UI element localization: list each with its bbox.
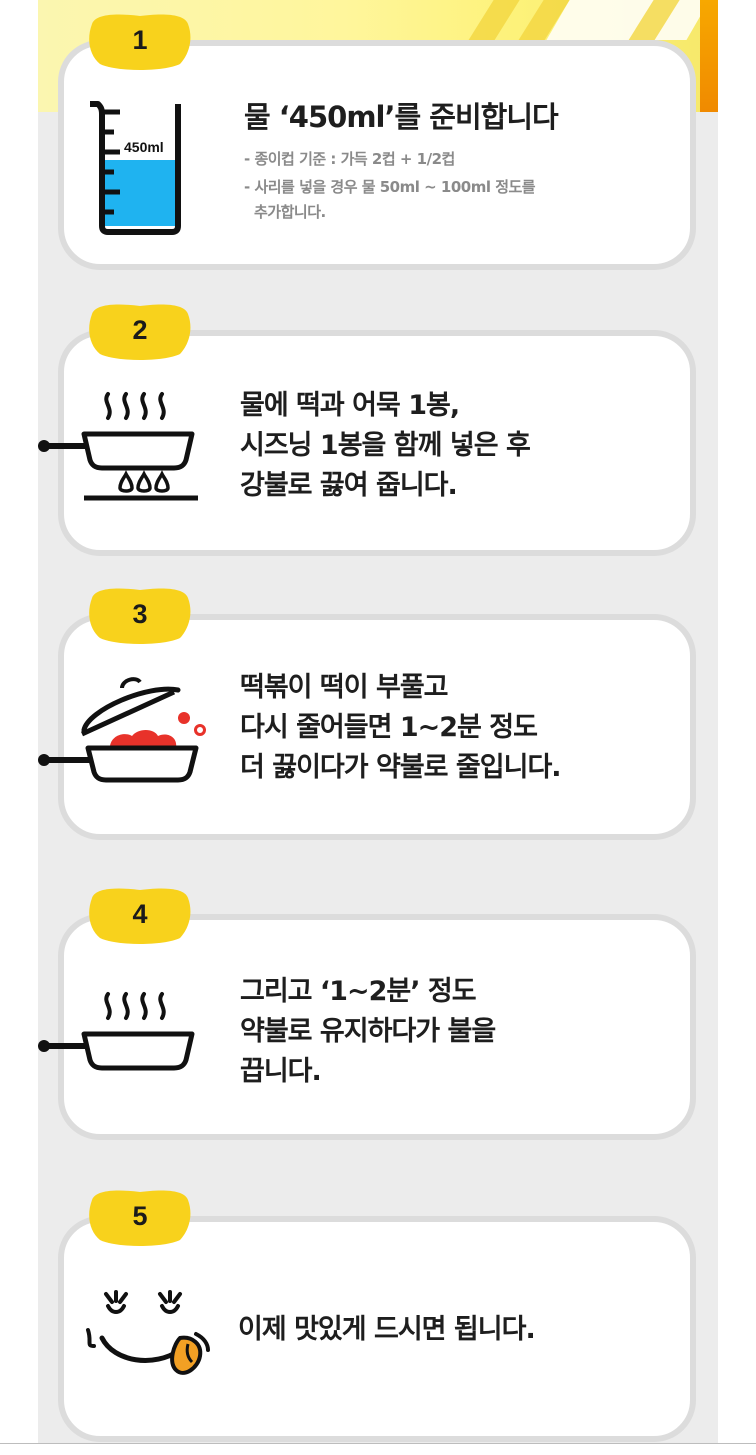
- recipe-panel: 1 450ml 물 ‘450ml’를 준비합니다 - 종이컵 기준 : 가득 2…: [38, 0, 718, 1454]
- step-line: 다시 줄어들면 1~2분 정도: [240, 712, 538, 743]
- step-number: 1: [132, 25, 148, 55]
- step-line: 끕니다.: [240, 1056, 322, 1087]
- step-number: 4: [132, 899, 148, 929]
- step-line: 그리고 ‘1~2분’ 정도: [240, 976, 477, 1007]
- steaming-pan-on-stove-icon: [38, 388, 198, 504]
- step-text-4: 그리고 ‘1~2분’ 정도 약불로 유지하다가 불을 끕니다.: [240, 972, 496, 1092]
- step-text-3: 떡볶이 떡이 부풀고 다시 줄어들면 1~2분 정도 더 끓이다가 약불로 줄입…: [240, 668, 562, 788]
- step-badge-1: 1: [84, 10, 196, 72]
- step-number: 3: [132, 599, 148, 629]
- step-line: 강불로 끓여 줍니다.: [240, 470, 458, 501]
- step-line: 이제 맛있게 드시면 됩니다.: [238, 1314, 536, 1345]
- step-line: 물에 떡과 어묵 1봉,: [240, 390, 460, 421]
- step-card-5: [58, 1216, 696, 1442]
- step-line: 약불로 유지하다가 불을: [240, 1016, 496, 1047]
- step-line: 떡볶이 떡이 부풀고: [240, 672, 449, 703]
- step-notes-1: - 종이컵 기준 : 가득 2컵 + 1/2컵 - 사리를 넣을 경우 물 50…: [244, 147, 536, 225]
- note-line: 추가합니다.: [254, 203, 326, 221]
- step-line: 물 ‘450ml’를 준비합니다: [244, 100, 559, 134]
- step-number: 5: [132, 1201, 148, 1231]
- steaming-pan-icon: [38, 990, 198, 1074]
- step-number: 2: [132, 315, 148, 345]
- step-badge-5: 5: [84, 1186, 196, 1248]
- step-card-3: [58, 614, 696, 840]
- step-badge-3: 3: [84, 584, 196, 646]
- bubbling-pot-with-lid-icon: [38, 676, 208, 788]
- step-badge-2: 2: [84, 300, 196, 362]
- note-line: - 종이컵 기준 : 가득 2컵 + 1/2컵: [244, 150, 455, 168]
- bottom-divider: [0, 1443, 756, 1455]
- step-line: 더 끓이다가 약불로 줄입니다.: [240, 752, 562, 783]
- step-card-2: [58, 330, 696, 556]
- beaker-label: 450ml: [124, 139, 164, 155]
- happy-face-tongue-icon: [84, 1284, 214, 1380]
- step-text-5: 이제 맛있게 드시면 됩니다.: [238, 1310, 536, 1350]
- note-line: - 사리를 넣을 경우 물 50ml ~ 100ml 정도를: [244, 178, 536, 196]
- step-card-4: [58, 914, 696, 1140]
- step-line: 시즈닝 1봉을 함께 넣은 후: [240, 430, 531, 461]
- step-text-1: 물 ‘450ml’를 준비합니다: [244, 97, 559, 137]
- step-badge-4: 4: [84, 884, 196, 946]
- step-text-2: 물에 떡과 어묵 1봉, 시즈닝 1봉을 함께 넣은 후 강불로 끓여 줍니다.: [240, 386, 531, 506]
- measuring-beaker-icon: 450ml: [86, 96, 190, 240]
